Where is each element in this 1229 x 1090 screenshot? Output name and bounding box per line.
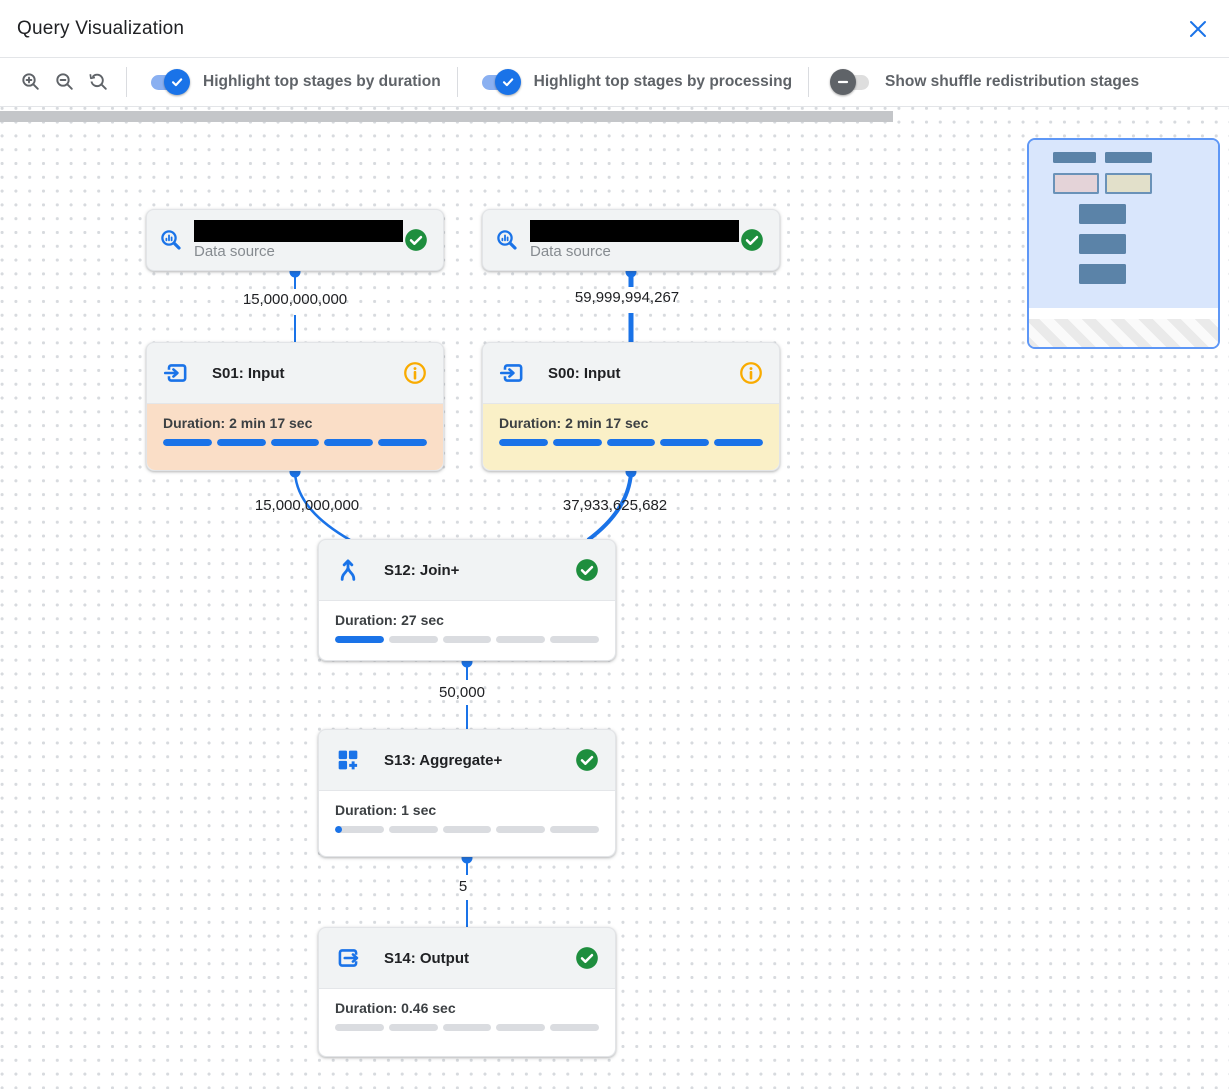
toggle-group-duration: Highlight top stages by duration: [141, 69, 441, 95]
edge-row-count: 5: [458, 878, 468, 895]
node-stage-s14[interactable]: S14: Output Duration: 0.46 sec: [318, 927, 616, 1057]
data-source-label: Data source: [194, 243, 275, 260]
minus-icon: [837, 80, 849, 84]
duration-progress-bar: [335, 636, 599, 643]
success-check-icon: [576, 947, 598, 969]
minimap-node: [1053, 152, 1096, 163]
input-stage-icon: [498, 359, 526, 387]
minimap-node: [1079, 234, 1126, 254]
toggle-highlight-processing[interactable]: [481, 69, 521, 95]
graph-minimap[interactable]: [1027, 138, 1220, 349]
success-check-icon: [576, 749, 598, 771]
duration-progress-bar: [335, 826, 599, 833]
minimap-node: [1079, 264, 1126, 284]
success-check-icon: [405, 229, 427, 251]
info-icon[interactable]: [738, 360, 764, 386]
close-icon: [1190, 21, 1206, 37]
toggle-knob: [494, 69, 521, 95]
duration-label: Duration: 1 sec: [335, 802, 437, 818]
page-title: Query Visualization: [17, 17, 185, 39]
minimap-outside-stripes: [1029, 319, 1218, 347]
zoom-reset-icon: [89, 73, 107, 90]
join-stage-icon: [334, 556, 362, 584]
success-check-icon: [741, 229, 763, 251]
edge-row-count: 59,999,994,267: [574, 289, 680, 306]
node-stage-s00[interactable]: S00: Input Duration: 2 min 17 sec: [482, 342, 780, 471]
toggle-group-processing: Highlight top stages by processing: [472, 69, 793, 95]
toggle-knob: [830, 69, 857, 95]
node-datasource-1[interactable]: Data source: [146, 209, 444, 271]
stage-duration-panel: Duration: 2 min 17 sec: [483, 403, 779, 470]
toggle-label-processing: Highlight top stages by processing: [533, 73, 793, 90]
duration-progress-bar: [163, 439, 427, 446]
stage-title: S13: Aggregate+: [384, 751, 503, 769]
edge-row-count: 15,000,000,000: [242, 291, 348, 308]
duration-label: Duration: 2 min 17 sec: [499, 415, 649, 431]
node-stage-s13[interactable]: S13: Aggregate+ Duration: 1 sec: [318, 729, 616, 857]
edge-row-count: 50,000: [439, 684, 485, 701]
node-datasource-2[interactable]: Data source: [482, 209, 780, 271]
duration-label: Duration: 0.46 sec: [335, 1000, 456, 1016]
toggle-highlight-duration[interactable]: [151, 69, 190, 95]
node-stage-s12[interactable]: S12: Join+ Duration: 27 sec: [318, 539, 616, 661]
stage-title: S00: Input: [548, 364, 621, 382]
toggle-group-shuffle: Show shuffle redistribution stages: [823, 69, 1140, 95]
minimap-node: [1079, 204, 1126, 224]
edge-row-count: 15,000,000,000: [254, 497, 360, 514]
toggle-label-duration: Highlight top stages by duration: [203, 73, 441, 90]
horizontal-scrollbar[interactable]: [0, 111, 893, 122]
redacted-table-name: [194, 220, 403, 242]
minimap-node-highlight-duration: [1053, 173, 1099, 194]
zoom-out-button[interactable]: [48, 65, 82, 99]
stage-duration-panel: Duration: 2 min 17 sec: [147, 403, 443, 470]
duration-progress-bar: [335, 1024, 599, 1031]
stage-duration-panel: Duration: 1 sec: [319, 790, 615, 856]
stage-title: S14: Output: [384, 949, 469, 967]
input-stage-icon: [162, 359, 190, 387]
toggle-show-shuffle[interactable]: [830, 69, 870, 95]
check-icon: [502, 78, 513, 87]
zoom-in-button[interactable]: [14, 65, 48, 99]
toolbar-divider: [126, 67, 127, 97]
success-check-icon: [576, 559, 598, 581]
node-stage-s01[interactable]: S01: Input Duration: 2 min 17 sec: [146, 342, 444, 471]
stage-title: S12: Join+: [384, 561, 460, 579]
close-button[interactable]: [1185, 16, 1211, 42]
minimap-node: [1105, 152, 1152, 163]
zoom-reset-button[interactable]: [82, 65, 116, 99]
toggle-knob: [164, 69, 190, 95]
toolbar-divider: [456, 67, 458, 97]
stage-duration-panel: Duration: 27 sec: [319, 600, 615, 660]
data-source-icon: [497, 230, 517, 250]
dialog-header: Query Visualization: [0, 0, 1229, 58]
duration-label: Duration: 27 sec: [335, 612, 444, 628]
zoom-out-icon: [56, 73, 73, 90]
stage-title: S01: Input: [212, 364, 285, 382]
data-source-icon: [161, 230, 181, 250]
info-icon[interactable]: [402, 360, 428, 386]
duration-label: Duration: 2 min 17 sec: [163, 415, 313, 431]
check-icon: [171, 78, 183, 87]
duration-progress-bar: [499, 439, 763, 446]
redacted-table-name: [530, 220, 739, 242]
toggle-label-shuffle: Show shuffle redistribution stages: [885, 73, 1140, 90]
toolbar-divider: [808, 67, 810, 97]
graph-canvas[interactable]: 15,000,000,000 59,999,994,267 15,000,000…: [0, 107, 1229, 1089]
graph-toolbar: Highlight top stages by duration Highlig…: [0, 58, 1229, 107]
aggregate-stage-icon: [334, 746, 362, 774]
zoom-in-icon: [22, 73, 39, 90]
stage-duration-panel: Duration: 0.46 sec: [319, 988, 615, 1056]
edge-row-count: 37,933,625,682: [562, 497, 668, 514]
data-source-label: Data source: [530, 243, 611, 260]
output-stage-icon: [334, 944, 362, 972]
minimap-node-highlight-processing: [1105, 173, 1152, 194]
